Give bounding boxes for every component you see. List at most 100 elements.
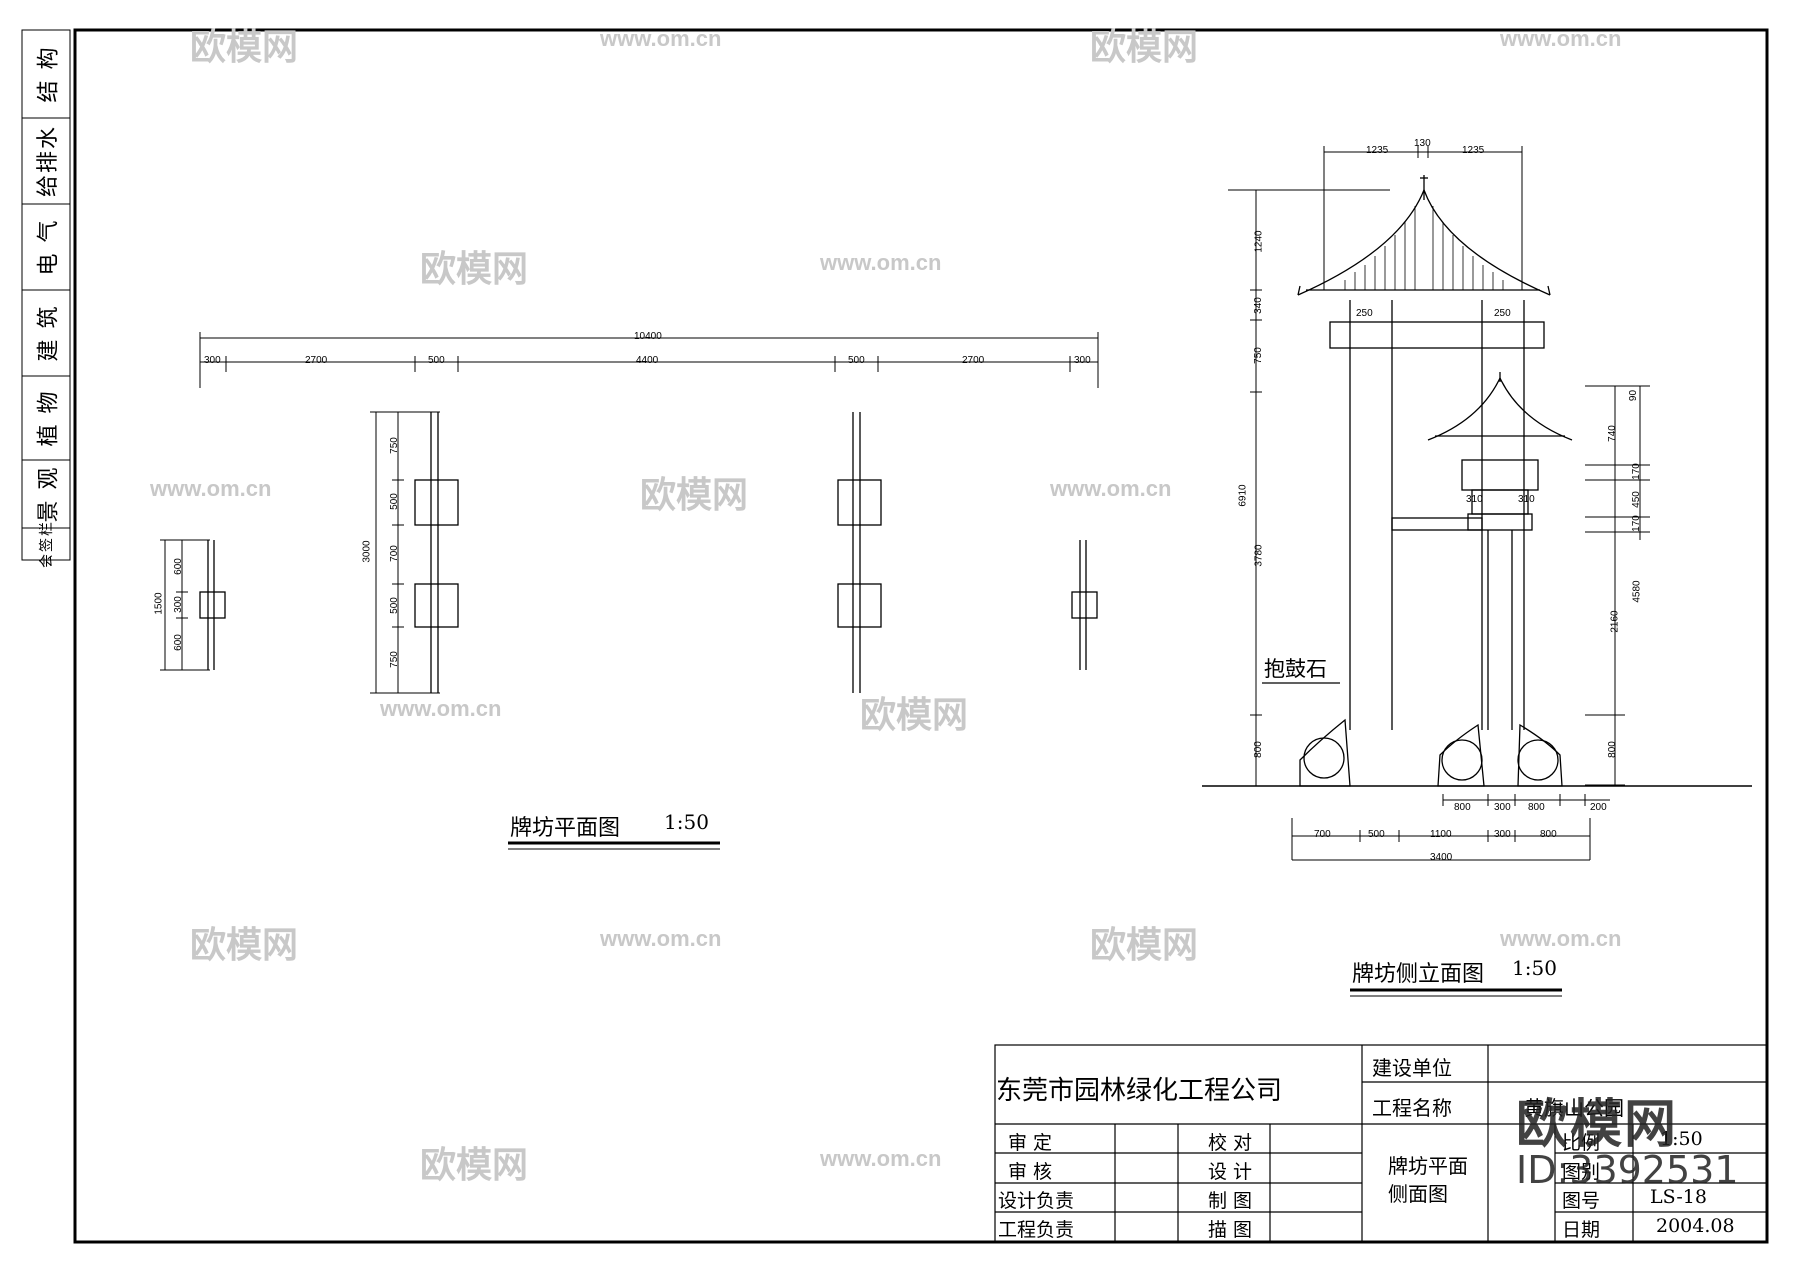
plan-dim-small-1: 600 xyxy=(172,558,184,575)
watermark-url: www.om.cn xyxy=(600,926,722,951)
elevation-title-underline xyxy=(1350,988,1562,997)
plan-dimension-lines xyxy=(160,332,1099,694)
elev-dim-b2-3: 1100 xyxy=(1430,829,1452,840)
watermark-brand: 欧模网 xyxy=(420,248,529,289)
side-label-electrical: 电 气 xyxy=(36,218,61,276)
watermark-brand: 欧模网 xyxy=(420,1144,529,1185)
elev-dim-left-3: 750 xyxy=(1252,347,1264,364)
role-review: 审 核 xyxy=(1008,1161,1053,1183)
elev-dim-b2-2: 500 xyxy=(1368,829,1385,840)
plan-dim-7: 300 xyxy=(1074,355,1091,366)
elev-dim-right-3: 170 xyxy=(1630,463,1642,480)
elev-dim-top-2: 130 xyxy=(1414,138,1431,149)
elev-dim-b1-4: 200 xyxy=(1590,802,1607,813)
side-label-landscape: 景 观 xyxy=(36,465,61,523)
brand-id-overlay: ID:3392531 xyxy=(1516,1148,1739,1192)
elev-dim-mid-2: 250 xyxy=(1494,308,1511,319)
project-value: 黄旗山公园 xyxy=(1524,1096,1624,1120)
elev-dim-b2-5: 800 xyxy=(1540,829,1557,840)
watermark-url: www.om.cn xyxy=(1500,926,1622,951)
watermark-url: www.om.cn xyxy=(1050,476,1172,501)
drawing-name-1: 牌坊平面 xyxy=(1388,1154,1468,1178)
plan-dim-6: 2700 xyxy=(962,355,985,366)
side-discipline-column: 结 构 给排水 电 气 建 筑 植 物 景 观 会签栏 xyxy=(22,30,70,569)
elev-dim-left-2: 340 xyxy=(1252,297,1264,314)
plan-dim-left-total: 3000 xyxy=(361,540,373,563)
elev-dim-right-6: 4580 xyxy=(1631,580,1643,603)
elev-dim-right-8: 800 xyxy=(1606,741,1618,758)
watermark-brand: 欧模网 xyxy=(190,26,299,67)
plan-dim-small-total: 1500 xyxy=(153,592,165,615)
plan-columns xyxy=(199,412,1098,693)
plan-scale: 1:50 xyxy=(664,810,709,834)
elev-dim-b1-3: 800 xyxy=(1528,802,1545,813)
plan-dim-left-4: 500 xyxy=(388,597,400,614)
elev-dim-right-5: 170 xyxy=(1630,515,1642,532)
elevation-structure xyxy=(1202,175,1752,787)
watermark-brand: 欧模网 xyxy=(860,694,969,735)
drawing-name-2: 侧面图 xyxy=(1388,1182,1448,1206)
watermark-url: www.om.cn xyxy=(820,250,942,275)
plan-dim-1: 300 xyxy=(204,355,221,366)
elev-dim-b2-4: 300 xyxy=(1494,829,1511,840)
watermark-brand: 欧模网 xyxy=(1090,924,1199,965)
client-label: 建设单位 xyxy=(1372,1056,1452,1080)
role-design: 设 计 xyxy=(1208,1161,1253,1183)
role-design-lead: 设计负责 xyxy=(998,1190,1075,1212)
role-project-lead: 工程负责 xyxy=(998,1219,1075,1241)
elev-dim-left-4: 3780 xyxy=(1253,544,1265,567)
title-block-grid xyxy=(994,1044,1768,1243)
plan-title-underline xyxy=(508,841,720,850)
side-label-signoff: 会签栏 xyxy=(39,520,55,568)
drawing-frame xyxy=(73,28,1769,1244)
role-draft: 制 图 xyxy=(1208,1190,1253,1212)
elev-dim-right-1: 90 xyxy=(1628,389,1640,402)
elev-dim-b1-2: 300 xyxy=(1494,802,1511,813)
plan-dim-left-1: 750 xyxy=(388,437,400,454)
elev-dim-mid-4: 310 xyxy=(1518,494,1535,505)
side-label-architecture: 建 筑 xyxy=(36,304,61,362)
scale-value: 1:50 xyxy=(1660,1128,1703,1150)
plan-dim-small-3: 600 xyxy=(172,634,184,651)
role-trace: 描 图 xyxy=(1208,1219,1253,1241)
plan-dim-2: 2700 xyxy=(305,355,328,366)
watermark-url: www.om.cn xyxy=(600,26,722,51)
figure-label: 图别 xyxy=(1562,1161,1601,1183)
number-value: LS-18 xyxy=(1650,1186,1707,1208)
plan-dim-small-2: 300 xyxy=(172,596,184,613)
watermark-brand: 欧模网 xyxy=(1090,26,1199,67)
elev-dim-left-5: 800 xyxy=(1252,741,1264,758)
elev-dim-right-2: 740 xyxy=(1606,425,1618,442)
watermark-url: www.om.cn xyxy=(380,696,502,721)
plan-dim-5: 500 xyxy=(848,355,865,366)
elev-dim-b2-1: 700 xyxy=(1314,829,1331,840)
drum-stones xyxy=(1299,718,1563,787)
scale-label: 比例 xyxy=(1562,1132,1601,1154)
plan-dim-left-3: 700 xyxy=(388,545,400,562)
elevation-dimension-lines xyxy=(1228,146,1650,861)
elev-dim-total: 3400 xyxy=(1430,852,1453,863)
plan-title: 牌坊平面图 xyxy=(510,816,621,841)
elev-dim-b1-1: 800 xyxy=(1454,802,1471,813)
elev-dim-mid-3: 310 xyxy=(1466,494,1483,505)
label-drum-stone: 抱鼓石 xyxy=(1264,657,1327,681)
elev-dim-left-total: 6910 xyxy=(1237,484,1249,507)
project-label: 工程名称 xyxy=(1372,1096,1452,1120)
watermark-brand: 欧模网 xyxy=(190,924,299,965)
plan-dim-4: 4400 xyxy=(636,355,659,366)
brand-overlay: 欧模网 xyxy=(1516,1095,1679,1155)
plan-dim-total: 10400 xyxy=(634,331,662,342)
date-value: 2004.08 xyxy=(1656,1215,1735,1237)
date-label: 日期 xyxy=(1562,1219,1601,1241)
plan-dim-3: 500 xyxy=(428,355,445,366)
watermark-brand: 欧模网 xyxy=(640,474,749,515)
elev-dim-top-1: 1235 xyxy=(1366,145,1389,156)
elev-dim-left-1: 1240 xyxy=(1253,230,1265,253)
watermark-url: www.om.cn xyxy=(820,1146,942,1171)
elev-dim-top-3: 1235 xyxy=(1462,145,1485,156)
plan-dim-left-2: 500 xyxy=(388,493,400,510)
elev-dim-mid-1: 250 xyxy=(1356,308,1373,319)
plan-dim-left-5: 750 xyxy=(388,651,400,668)
role-check: 校 对 xyxy=(1208,1132,1253,1154)
